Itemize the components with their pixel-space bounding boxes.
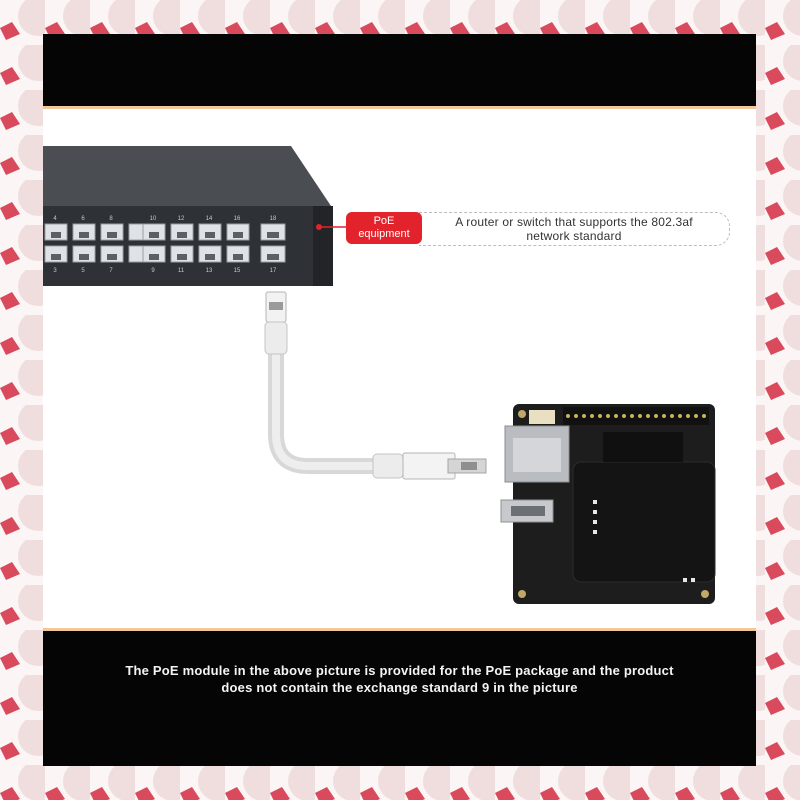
disclaimer-line2: does not contain the exchange standard 9… bbox=[43, 679, 756, 696]
switch-port-label: 15 bbox=[234, 268, 241, 274]
disclaimer-text: The PoE module in the above picture is p… bbox=[43, 662, 756, 696]
poe-tag-line1: PoE bbox=[346, 215, 422, 228]
dev-board-with-poe-module bbox=[501, 404, 715, 604]
description-line2: network standard bbox=[419, 229, 729, 243]
switch-port-label: 10 bbox=[150, 216, 157, 222]
switch-port-label: 14 bbox=[206, 216, 213, 222]
description-line1: A router or switch that supports the 802… bbox=[419, 215, 729, 229]
switch-port-label: 11 bbox=[178, 268, 185, 274]
network-switch bbox=[43, 146, 346, 286]
switch-port-label: 18 bbox=[270, 216, 277, 222]
poe-equipment-tag: PoE equipment bbox=[346, 212, 422, 244]
poe-tag-line2: equipment bbox=[346, 228, 422, 241]
switch-port-label: 17 bbox=[270, 268, 277, 274]
poe-equipment-description: A router or switch that supports the 802… bbox=[419, 212, 730, 246]
disclaimer-line1: The PoE module in the above picture is p… bbox=[43, 662, 756, 679]
switch-port-label: 12 bbox=[178, 216, 185, 222]
switch-port-label: 16 bbox=[234, 216, 241, 222]
bottom-band bbox=[43, 631, 756, 766]
switch-port-label: 13 bbox=[206, 268, 213, 274]
ethernet-cable bbox=[265, 292, 486, 479]
